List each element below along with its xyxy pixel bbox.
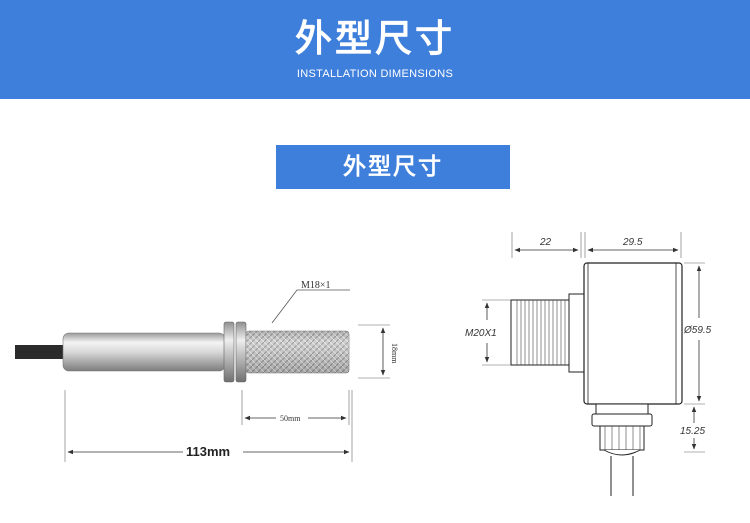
cable	[15, 345, 67, 359]
housing-diameter-label: Ø59.5	[683, 325, 712, 336]
header-banner: 外型尺寸 INSTALLATION DIMENSIONS	[0, 0, 750, 99]
page-title: 外型尺寸	[295, 17, 455, 60]
dim-29-5-label: 29.5	[622, 237, 643, 248]
total-length-label: 113mm	[186, 444, 230, 459]
dim-22-label: 22	[539, 237, 552, 248]
thread-length-label: 50mm	[280, 414, 301, 423]
gland-length-label: 15.25	[680, 426, 705, 437]
boss-thread-label: M20X1	[465, 328, 497, 339]
thread-label: M18×1	[301, 280, 331, 291]
flange	[568, 293, 585, 373]
hex-nut	[235, 321, 247, 383]
cable-gland	[595, 403, 649, 415]
page-subtitle: INSTALLATION DIMENSIONS	[296, 68, 454, 80]
thread-leader-line	[271, 289, 350, 324]
housing	[583, 262, 683, 405]
sensor-body	[62, 332, 226, 372]
section-title: 外型尺寸	[276, 145, 510, 189]
right-sensor-drawing: 22 29.5	[465, 232, 712, 496]
thread-diameter-label: 18mm	[390, 343, 399, 364]
hex-nut	[223, 321, 235, 383]
left-sensor-drawing: M18×1 18mm 50mm 113mm	[15, 280, 399, 462]
